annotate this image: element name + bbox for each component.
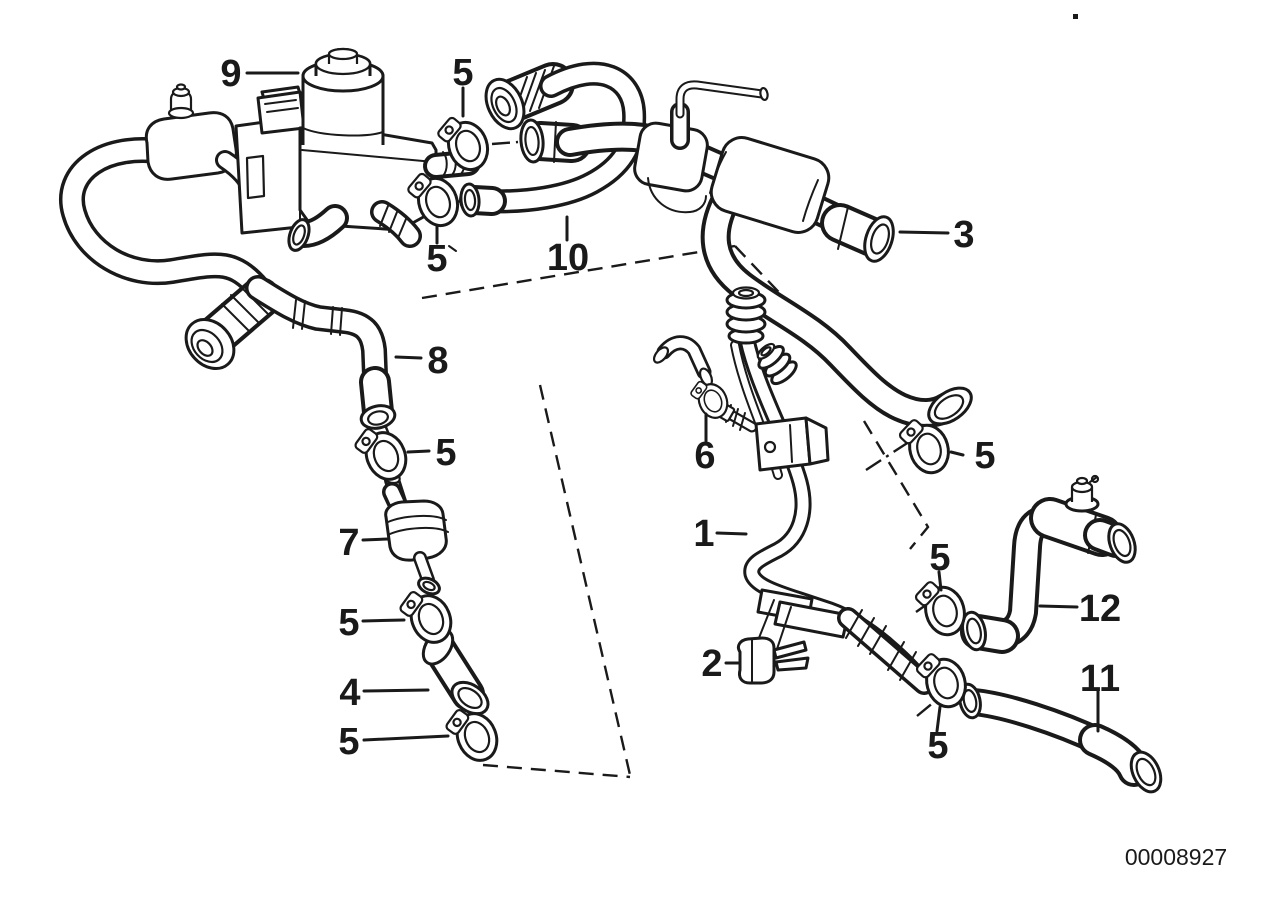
callout-3[interactable]: 3 (953, 214, 974, 256)
callout-9[interactable]: 9 (220, 53, 241, 95)
callout-2[interactable]: 2 (701, 643, 722, 685)
drawing-number: 00008927 (1125, 844, 1227, 870)
part-4-hose-piece (421, 628, 490, 716)
callout-leader-lines (245, 71, 1100, 742)
part-9-water-valve (234, 47, 481, 252)
callout-6[interactable]: 6 (694, 435, 715, 477)
callout-1[interactable]: 1 (693, 513, 714, 555)
corner-tick-mark (1073, 14, 1078, 19)
callout-10[interactable]: 10 (547, 237, 589, 279)
part-7-check-valve (381, 469, 449, 596)
part-8-hose-assembly (59, 83, 397, 430)
callout-5-g[interactable]: 5 (927, 725, 948, 767)
callout-5-c[interactable]: 5 (435, 432, 456, 474)
callout-5-b[interactable]: 5 (426, 238, 447, 280)
callout-5-a[interactable]: 5 (452, 52, 473, 94)
callout-7[interactable]: 7 (338, 522, 359, 564)
part-6-clamp-group (652, 335, 830, 472)
callout-5-d[interactable]: 5 (338, 602, 359, 644)
callout-11[interactable]: 11 (1080, 658, 1120, 700)
callout-5-h[interactable]: 5 (974, 435, 995, 477)
small-tick-mark (448, 245, 457, 252)
callout-8[interactable]: 8 (427, 340, 448, 382)
callout-labels: 9 5 5 10 3 8 5 7 5 4 5 6 1 2 5 5 5 12 11 (220, 52, 1121, 767)
part-2-clip (736, 636, 810, 685)
callout-12[interactable]: 12 (1079, 588, 1121, 630)
callout-4[interactable]: 4 (339, 672, 360, 714)
part-12-hose (960, 474, 1137, 654)
part-11-hose (958, 682, 1163, 794)
callout-5-f[interactable]: 5 (929, 537, 950, 579)
part-3-hose-assembly (519, 80, 973, 428)
callout-5-e[interactable]: 5 (338, 721, 359, 763)
